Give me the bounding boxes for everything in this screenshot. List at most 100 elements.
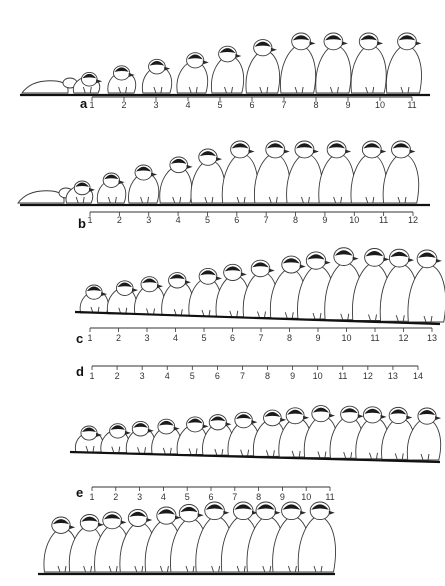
bird-silhouette — [162, 273, 193, 316]
tick-label: 2 — [116, 333, 121, 343]
tick-label: 2 — [115, 371, 120, 381]
tick-label: 3 — [144, 333, 149, 343]
panel-b-birds — [18, 141, 419, 203]
panel-c-letter: c — [76, 331, 83, 346]
tick-label: 7 — [281, 100, 286, 110]
panel-e-letter: e — [76, 485, 83, 500]
bird-silhouette — [126, 421, 155, 453]
tick-label: 6 — [208, 492, 213, 502]
tick-label: 1 — [89, 492, 94, 502]
bird-silhouette — [80, 285, 108, 313]
tick-label: 5 — [201, 333, 206, 343]
tick-label: 5 — [217, 100, 222, 110]
tick-label: 8 — [265, 371, 270, 381]
bird-silhouette — [246, 40, 280, 93]
bird-silhouette — [73, 72, 102, 93]
tick-label: 6 — [249, 100, 254, 110]
tick-label: 4 — [165, 371, 170, 381]
tick-label: 5 — [205, 215, 210, 225]
bird-silhouette — [386, 33, 421, 93]
tick-label: 6 — [230, 333, 235, 343]
bird-silhouette — [107, 281, 138, 314]
panel-a-letter: a — [80, 96, 88, 111]
tick-label: 4 — [176, 215, 181, 225]
bird-silhouette — [142, 59, 171, 93]
tick-label: 9 — [290, 371, 295, 381]
tick-label: 11 — [325, 492, 334, 502]
tick-label: 3 — [140, 371, 145, 381]
tick-label: 9 — [345, 100, 350, 110]
tick-label: 4 — [185, 100, 190, 110]
bird-silhouette — [66, 181, 95, 203]
tick-label: 1 — [87, 215, 92, 225]
tick-label: 3 — [146, 215, 151, 225]
tick-label: 7 — [232, 492, 237, 502]
bird-silhouette — [222, 141, 258, 203]
tick-label: 9 — [315, 333, 320, 343]
panel-e-birds — [44, 502, 336, 572]
tick-label: 10 — [301, 492, 311, 502]
tick-label: 11 — [338, 371, 347, 381]
bird-silhouette — [211, 46, 243, 93]
tick-label: 7 — [240, 371, 245, 381]
tick-label: 12 — [398, 333, 408, 343]
bird-silhouette — [129, 165, 159, 203]
bird-silhouette — [351, 33, 386, 93]
tick-label: 2 — [113, 492, 118, 502]
panel-a-birds — [22, 33, 421, 93]
panel-b-letter: b — [78, 216, 86, 231]
tick-label: 11 — [407, 100, 416, 110]
tick-label: 9 — [322, 215, 327, 225]
tick-label: 4 — [161, 492, 166, 502]
bird-silhouette — [383, 141, 419, 203]
panel-d: d 1234567891011121314 — [70, 364, 441, 462]
tick-label: 12 — [408, 215, 418, 225]
bird-silhouette — [351, 141, 387, 203]
tick-label: 8 — [287, 333, 292, 343]
tick-label: 1 — [89, 371, 94, 381]
tick-label: 10 — [341, 333, 351, 343]
panel-a-scale-bar: 1 2 3 4 5 6 7 8 9 10 11 — [89, 97, 416, 110]
tick-label: 13 — [388, 371, 398, 381]
tick-label: 11 — [379, 215, 388, 225]
bird-silhouette — [75, 426, 103, 452]
tick-label: 1 — [87, 333, 92, 343]
bird-silhouette — [407, 408, 441, 460]
tick-label: 6 — [234, 215, 239, 225]
tick-label: 5 — [190, 371, 195, 381]
tick-label: 2 — [117, 215, 122, 225]
bird-silhouette — [280, 33, 315, 93]
tick-label: 4 — [173, 333, 178, 343]
panel-a: a 1 2 3 4 5 6 7 8 9 10 11 — [20, 33, 430, 111]
bird-silhouette — [177, 53, 209, 93]
tick-label: 3 — [137, 492, 142, 502]
bird-silhouette — [254, 141, 290, 203]
tick-label: 2 — [121, 100, 126, 110]
bird-silhouette — [135, 277, 165, 315]
tick-label: 6 — [215, 371, 220, 381]
tick-label: 7 — [258, 333, 263, 343]
tick-label: 13 — [427, 333, 437, 343]
panel-c-birds — [80, 248, 445, 322]
tick-label: 12 — [363, 371, 373, 381]
tick-label: 8 — [256, 492, 261, 502]
tick-label: 1 — [89, 100, 94, 110]
tick-label: 8 — [313, 100, 318, 110]
tick-label: 10 — [313, 371, 323, 381]
tick-label: 10 — [349, 215, 359, 225]
panel-d-letter: d — [76, 364, 84, 379]
tick-label: 5 — [185, 492, 190, 502]
bird-silhouette — [319, 141, 355, 203]
bird-silhouette — [408, 250, 445, 322]
tick-label: 7 — [264, 215, 269, 225]
panel-d-birds — [75, 406, 441, 460]
tick-label: 10 — [375, 100, 385, 110]
tick-label: 3 — [153, 100, 158, 110]
